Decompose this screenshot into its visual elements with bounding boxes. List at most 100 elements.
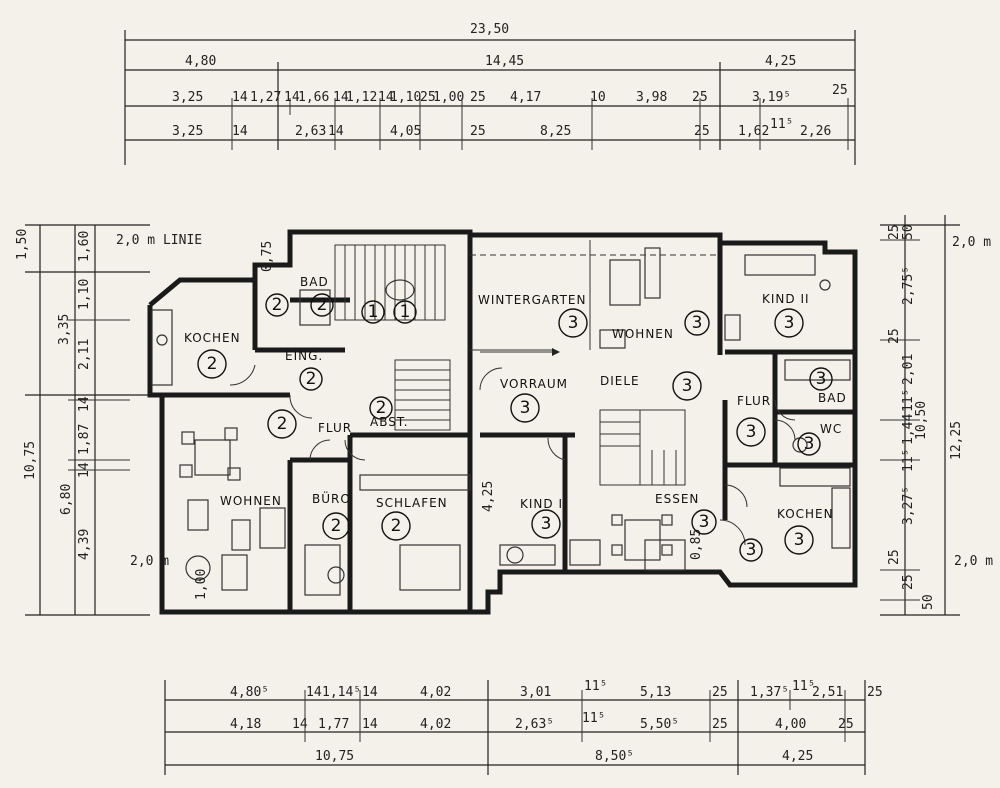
svg-text:3: 3 (692, 313, 703, 333)
dim-top-r3-9: 25 (420, 90, 436, 105)
dim-top-r4-5: 25 (470, 124, 486, 139)
room-kind1: KIND I (520, 497, 563, 511)
unit-marker-2-flur: 2 (267, 409, 297, 439)
wintergarten-glazing (470, 240, 720, 351)
dim-left-inner-3: 14 (77, 396, 92, 412)
dim-bottom-r1-11: 2,51 (812, 685, 843, 700)
svg-text:3: 3 (682, 376, 693, 396)
dim-bottom-r3-1: 8,50⁵ (595, 749, 634, 764)
unit-marker-3-wintergarten: 3 (558, 308, 588, 338)
dim-bottom-r2-8: 25 (712, 717, 728, 732)
room-vorraum: VORRAUM (500, 377, 568, 391)
dim-bottom-r1-3: 14 (362, 685, 378, 700)
dim-bottom-r2-0: 4,18 (230, 717, 261, 732)
unit-marker-3-kind1: 3 (531, 509, 561, 539)
dim-bottom-r2-3: 14 (362, 717, 378, 732)
dim-left-inner-1: 1,10 (77, 279, 92, 310)
furniture (151, 247, 851, 596)
room-bad-right: BAD (818, 391, 847, 405)
dim-inner-100: 1,00 (194, 569, 209, 600)
svg-text:2: 2 (317, 295, 328, 315)
dim-top-r4-8: 1,62 (738, 124, 769, 139)
unit-marker-2-eing: 2 (299, 367, 323, 391)
dim-top-r2-c: 4,25 (765, 54, 796, 69)
dim-top-r4-1: 14 (232, 124, 248, 139)
dim-top-total: 23,50 (470, 22, 509, 37)
dim-bottom-r2-4: 4,02 (420, 717, 451, 732)
dim-bottom-r3-0: 10,75 (315, 749, 354, 764)
stairs (334, 244, 686, 486)
dim-right-inner-7: 11⁵ (901, 449, 916, 472)
dim-right-inner-9: 25 (887, 549, 902, 565)
room-wohnen-right: WOHNEN (612, 327, 674, 341)
dim-bottom-r1-6: 11⁵ (584, 679, 607, 694)
dim-top-r4-0: 3,25 (172, 124, 203, 139)
dim-top-r2-a: 4,80 (185, 54, 216, 69)
dim-bottom-r2-7: 5,50⁵ (640, 717, 679, 732)
dim-right-inner-5: 11⁵ (901, 389, 916, 412)
dim-bottom-r1-10: 11⁵ (792, 679, 815, 694)
label-2m-left-bottom: 2,0 m (130, 554, 169, 569)
svg-text:3: 3 (804, 434, 815, 454)
room-buro: BÜRO (312, 490, 351, 506)
dim-bottom-r1-4: 4,02 (420, 685, 451, 700)
dim-left-inner-4: 1,87 (77, 424, 92, 455)
dim-bottom-r2-1: 14 (292, 717, 308, 732)
unit-marker-1-a: 1 (361, 300, 385, 324)
unit-marker-2-bad-b: 2 (310, 293, 334, 317)
dim-bottom-r2-6: 11⁵ (582, 711, 605, 726)
dim-right-outer-1: 12,25 (949, 421, 964, 460)
dim-top-r3-6: 1,12 (346, 90, 377, 105)
dim-left-outer-0: 1,50 (15, 229, 30, 260)
dim-right-inner-1: 50 (901, 224, 916, 240)
unit-marker-3-flur: 3 (736, 417, 766, 447)
unit-markers: 2 2 2 1 1 2 2 2 2 2 3 3 3 3 3 3 3 3 3 3 … (197, 293, 833, 562)
unit-marker-3-kochen: 3 (784, 525, 814, 555)
dim-top-r2-b: 14,45 (485, 54, 524, 69)
svg-text:3: 3 (794, 530, 805, 550)
top-dimension-chains: 23,50 4,80 14,45 4,25 3,25 14 1,27 14 1,… (124, 22, 856, 165)
dim-bottom-r1-2: 1,14⁵ (322, 685, 361, 700)
room-wintergarten: WINTERGARTEN (478, 293, 587, 307)
left-dimension-chains: 1,50 10,75 3,35 6,80 1,60 1,10 2,11 14 1… (15, 224, 202, 616)
unit-marker-3-wc: 3 (797, 432, 821, 456)
dim-inner-085: 0,85 (689, 529, 704, 560)
dim-bottom-r1-9: 1,37⁵ (750, 685, 789, 700)
svg-text:2: 2 (207, 354, 218, 374)
unit-marker-2-abst: 2 (369, 396, 393, 420)
dim-bottom-r1-1: 14 (306, 685, 322, 700)
unit-marker-2-bad-a: 2 (265, 293, 289, 317)
label-2m-line-right-bottom: 2,0 m L. (954, 554, 1000, 569)
dim-bottom-r2-10: 25 (838, 717, 854, 732)
dim-right-inner-2: 2,75⁵ (901, 266, 916, 305)
room-bad-left: BAD (300, 275, 329, 289)
unit-marker-2-schlafen: 2 (381, 511, 411, 541)
dim-top-r3-11: 25 (470, 90, 486, 105)
dim-top-r4-9: 11⁵ (770, 117, 793, 132)
dim-top-r3-4: 1,66 (298, 90, 329, 105)
unit-marker-3-essen: 3 (691, 509, 717, 535)
dim-left-inner-5: 14 (77, 462, 92, 478)
dim-left-middle-0: 3,35 (57, 314, 72, 345)
svg-text:3: 3 (746, 422, 757, 442)
building-walls (147, 229, 858, 615)
room-labels: KOCHEN BAD EING. FLUR ABST. WOHNEN BÜRO … (184, 275, 847, 521)
interior-dims: 0,75 4,25 0,85 1,00 (194, 241, 704, 600)
direction-arrow (480, 348, 560, 356)
svg-text:1: 1 (400, 302, 411, 322)
room-diele: DIELE (600, 374, 640, 388)
unit-marker-3-vorraum: 3 (510, 393, 540, 423)
unit-marker-3-diele: 3 (672, 371, 702, 401)
room-wc: WC (820, 422, 842, 436)
dim-top-r3-14: 3,98 (636, 90, 667, 105)
unit-marker-3-wohnen: 3 (684, 310, 710, 336)
room-essen: ESSEN (655, 492, 699, 506)
svg-text:2: 2 (331, 516, 342, 536)
unit-marker-1-b: 1 (393, 300, 417, 324)
dim-top-r4-4: 4,05 (390, 124, 421, 139)
dim-right-inner-10: 25 (901, 574, 916, 590)
dim-top-r3-15: 25 (692, 90, 708, 105)
dim-inner-425: 4,25 (481, 481, 496, 512)
svg-text:2: 2 (272, 295, 283, 315)
dim-top-r4-7: 25 (694, 124, 710, 139)
